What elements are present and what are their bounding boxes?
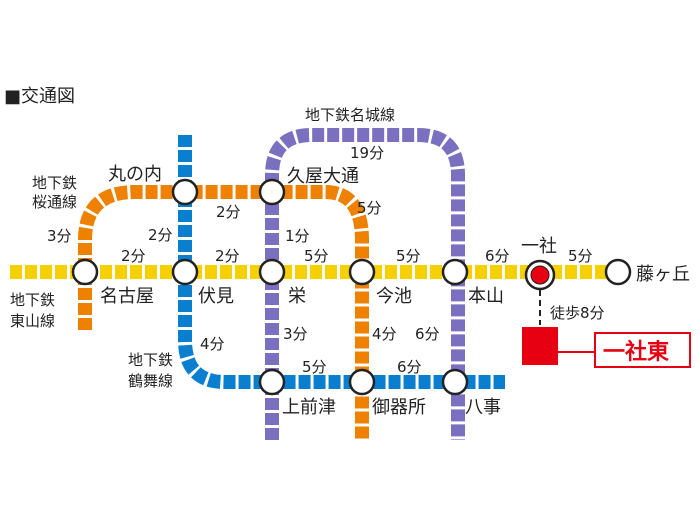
sakuradori-line xyxy=(78,185,369,440)
station-kamimaezu[interactable] xyxy=(258,368,286,396)
time-label: 6分 xyxy=(415,325,440,343)
tsurumai-line xyxy=(178,135,505,389)
destination-marker xyxy=(522,327,558,365)
station-imaike[interactable] xyxy=(348,258,376,286)
label-fujigaoka: 藤ヶ丘 xyxy=(636,264,690,285)
label-gokiso: 御器所 xyxy=(372,397,426,418)
time-label: 4分 xyxy=(200,335,225,353)
time-label: 5分 xyxy=(357,199,382,217)
station-motoyama[interactable] xyxy=(441,258,469,286)
meijo-line xyxy=(265,128,465,440)
time-label: 1分 xyxy=(285,227,310,245)
label-fushimi: 伏見 xyxy=(198,286,234,307)
higashiyama-label-1: 地下鉄 xyxy=(10,291,55,309)
station-marunouchi[interactable] xyxy=(171,178,199,206)
time-label: 6分 xyxy=(485,247,510,265)
station-fujigaoka[interactable] xyxy=(604,258,632,286)
station-gokiso[interactable] xyxy=(348,368,376,396)
station-nagoya[interactable] xyxy=(71,258,99,286)
tsurumai-label-2: 鶴舞線 xyxy=(128,372,173,390)
time-label: 2分 xyxy=(121,247,146,265)
time-label: 3分 xyxy=(47,227,72,245)
time-label: 2分 xyxy=(215,247,240,265)
station-yagoto[interactable] xyxy=(441,368,469,396)
label-motoyama: 本山 xyxy=(468,286,504,307)
sakuradori-label-2: 桜通線 xyxy=(32,193,77,211)
time-label: 5分 xyxy=(304,247,329,265)
time-label: 3分 xyxy=(283,325,308,343)
walk-time: 徒歩8分 xyxy=(550,304,605,322)
higashiyama-label-2: 東山線 xyxy=(10,312,55,330)
tsurumai-label-1: 地下鉄 xyxy=(128,351,173,369)
station-fushimi[interactable] xyxy=(171,258,199,286)
station-hisaya[interactable] xyxy=(258,178,286,206)
label-nagoya: 名古屋 xyxy=(100,286,154,307)
station-sakae[interactable] xyxy=(258,258,286,286)
label-imaike: 今池 xyxy=(376,286,412,307)
label-hisaya: 久屋大通 xyxy=(287,166,359,187)
meijo-line-label: 地下鉄名城線 xyxy=(305,106,395,124)
label-yagoto: 八事 xyxy=(465,397,501,418)
time-label: 5分 xyxy=(396,247,421,265)
time-label: 5分 xyxy=(302,358,327,376)
time-label: 2分 xyxy=(216,203,241,221)
label-issha: 一社 xyxy=(521,236,557,257)
label-sakae: 栄 xyxy=(288,286,306,307)
sakuradori-label-1: 地下鉄 xyxy=(32,174,77,192)
time-label: 5分 xyxy=(568,247,593,265)
label-marunouchi: 丸の内 xyxy=(108,164,162,185)
destination-box xyxy=(594,332,691,368)
map-title: ■交通図 xyxy=(4,86,75,107)
issha-dot xyxy=(530,265,550,285)
time-label: 6分 xyxy=(397,358,422,376)
time-label: 4分 xyxy=(372,325,397,343)
label-kamimaezu: 上前津 xyxy=(282,397,336,418)
time-label: 19分 xyxy=(350,144,384,162)
time-label: 2分 xyxy=(148,226,173,244)
destination-label: 一社東 xyxy=(603,339,669,365)
